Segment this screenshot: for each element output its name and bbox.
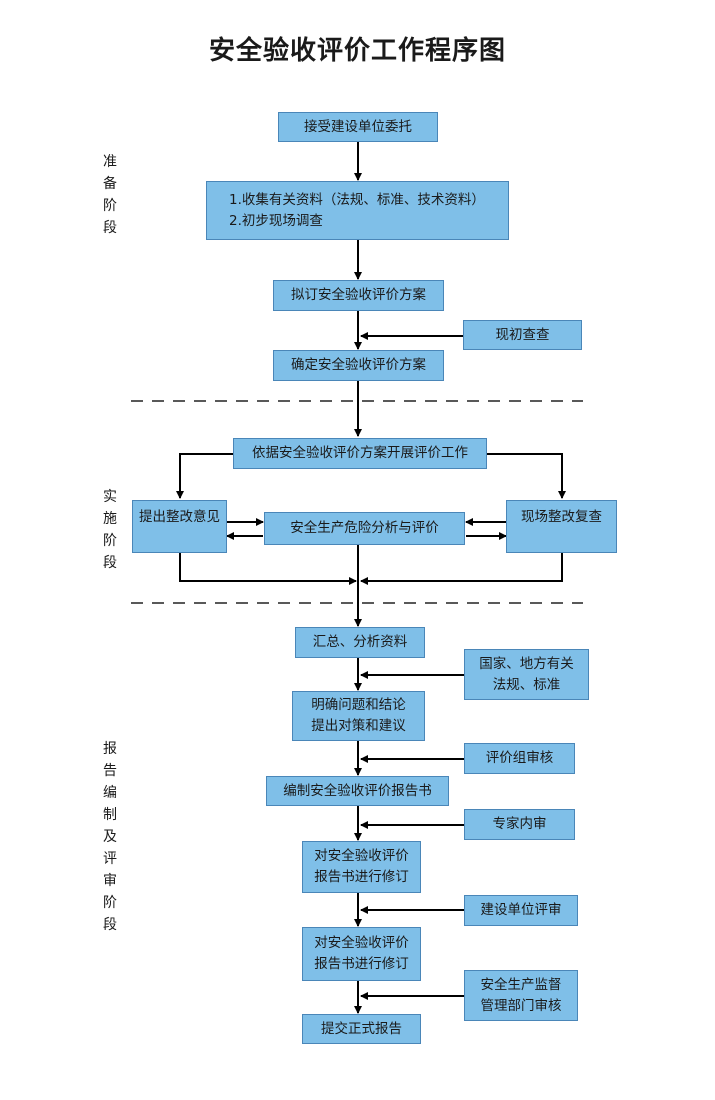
box-owner-review: 建设单位评审: [464, 895, 578, 926]
box-team-review: 评价组审核: [464, 743, 575, 774]
box-expert-review: 专家内审: [464, 809, 575, 840]
box-regulations: 国家、地方有关法规、标准: [464, 649, 589, 700]
box-draft-plan: 拟订安全验收评价方案: [273, 280, 444, 311]
box-authority-review: 安全生产监督管理部门审核: [464, 970, 578, 1021]
arrow-carry-left: [176, 453, 233, 499]
arrow-right-merge: [360, 553, 563, 585]
box-revise-report-2: 对安全验收评价报告书进行修订: [302, 927, 421, 981]
box-confirm-plan: 确定安全验收评价方案: [273, 350, 444, 381]
box-revise-report-1: 对安全验收评价报告书进行修订: [302, 841, 421, 893]
box-collect-data: 1.收集有关资料（法规、标准、技术资料）2.初步现场调查: [206, 181, 509, 240]
stage-label-impl: 实施阶段: [103, 489, 117, 571]
box-site-check: 现初查查: [463, 320, 582, 350]
stage-label-report: 报告编制及评审阶段: [103, 741, 117, 933]
box-hazard-analysis: 安全生产危险分析与评价: [264, 512, 465, 545]
arrow-left-merge: [179, 553, 357, 585]
box-entrust: 接受建设单位委托: [278, 112, 438, 142]
box-rectify-opinion: 提出整改意见: [132, 500, 227, 553]
box-submit-report: 提交正式报告: [302, 1014, 421, 1044]
box-compile-report: 编制安全验收评价报告书: [266, 776, 449, 806]
diagram-title: 安全验收评价工作程序图: [208, 36, 506, 66]
stage-label-prep: 准备阶段: [103, 154, 117, 236]
box-site-recheck: 现场整改复查: [506, 500, 617, 553]
box-summary: 汇总、分析资料: [295, 627, 425, 658]
box-carry-out: 依据安全验收评价方案开展评价工作: [233, 438, 487, 469]
box-conclusion: 明确问题和结论提出对策和建议: [292, 691, 425, 741]
arrow-carry-right: [487, 453, 566, 499]
